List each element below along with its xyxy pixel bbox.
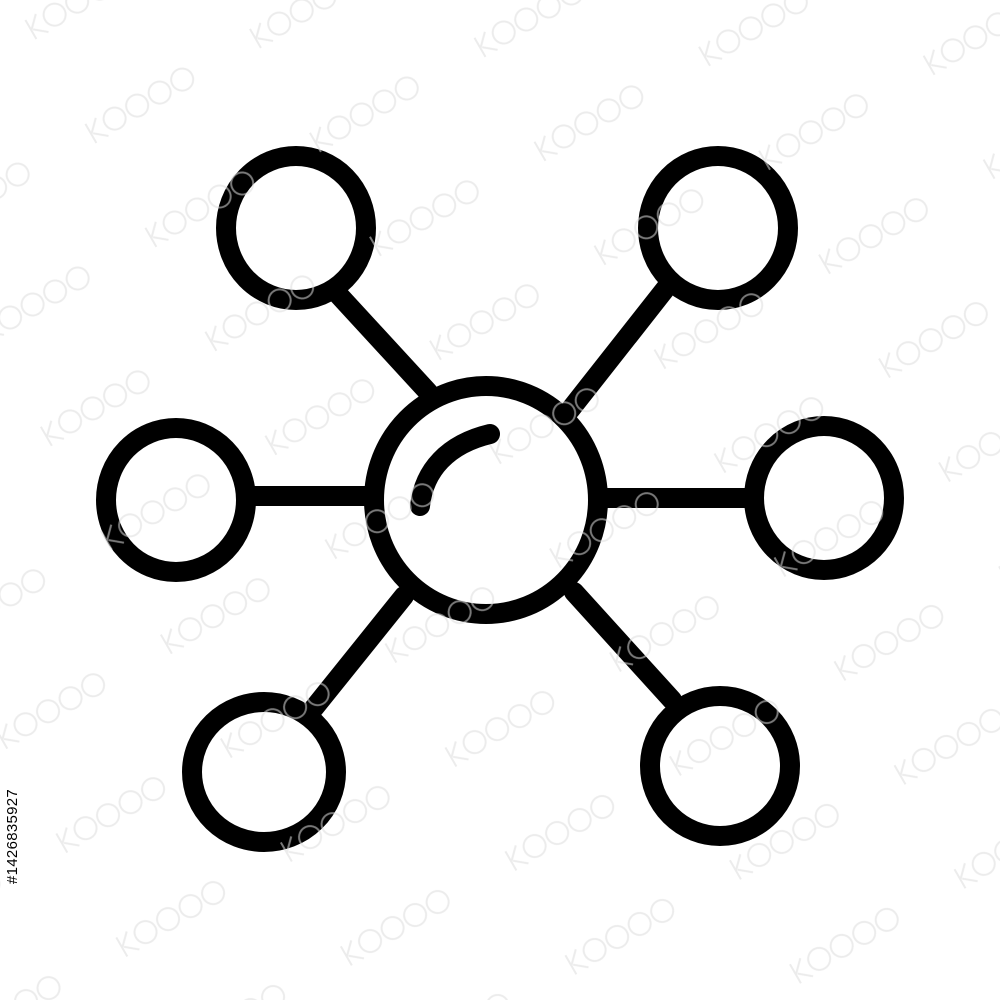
connector-top-left [326,282,438,402]
node-right [744,416,904,580]
hub-node [364,376,608,624]
connector-lines [244,278,756,718]
connector-bottom-left [304,586,414,718]
node-left [96,418,256,582]
node-bottom-left [182,692,346,852]
node-bottom-right [640,686,800,846]
hub-highlight [410,424,500,516]
node-top-right [638,146,798,310]
connector-bottom-right [564,582,682,710]
hub-circle [364,376,608,624]
satellite-nodes [96,146,904,852]
connector-top-right [560,278,676,420]
stock-id-label: #1426835927 [4,788,21,884]
node-top-left [216,146,376,310]
